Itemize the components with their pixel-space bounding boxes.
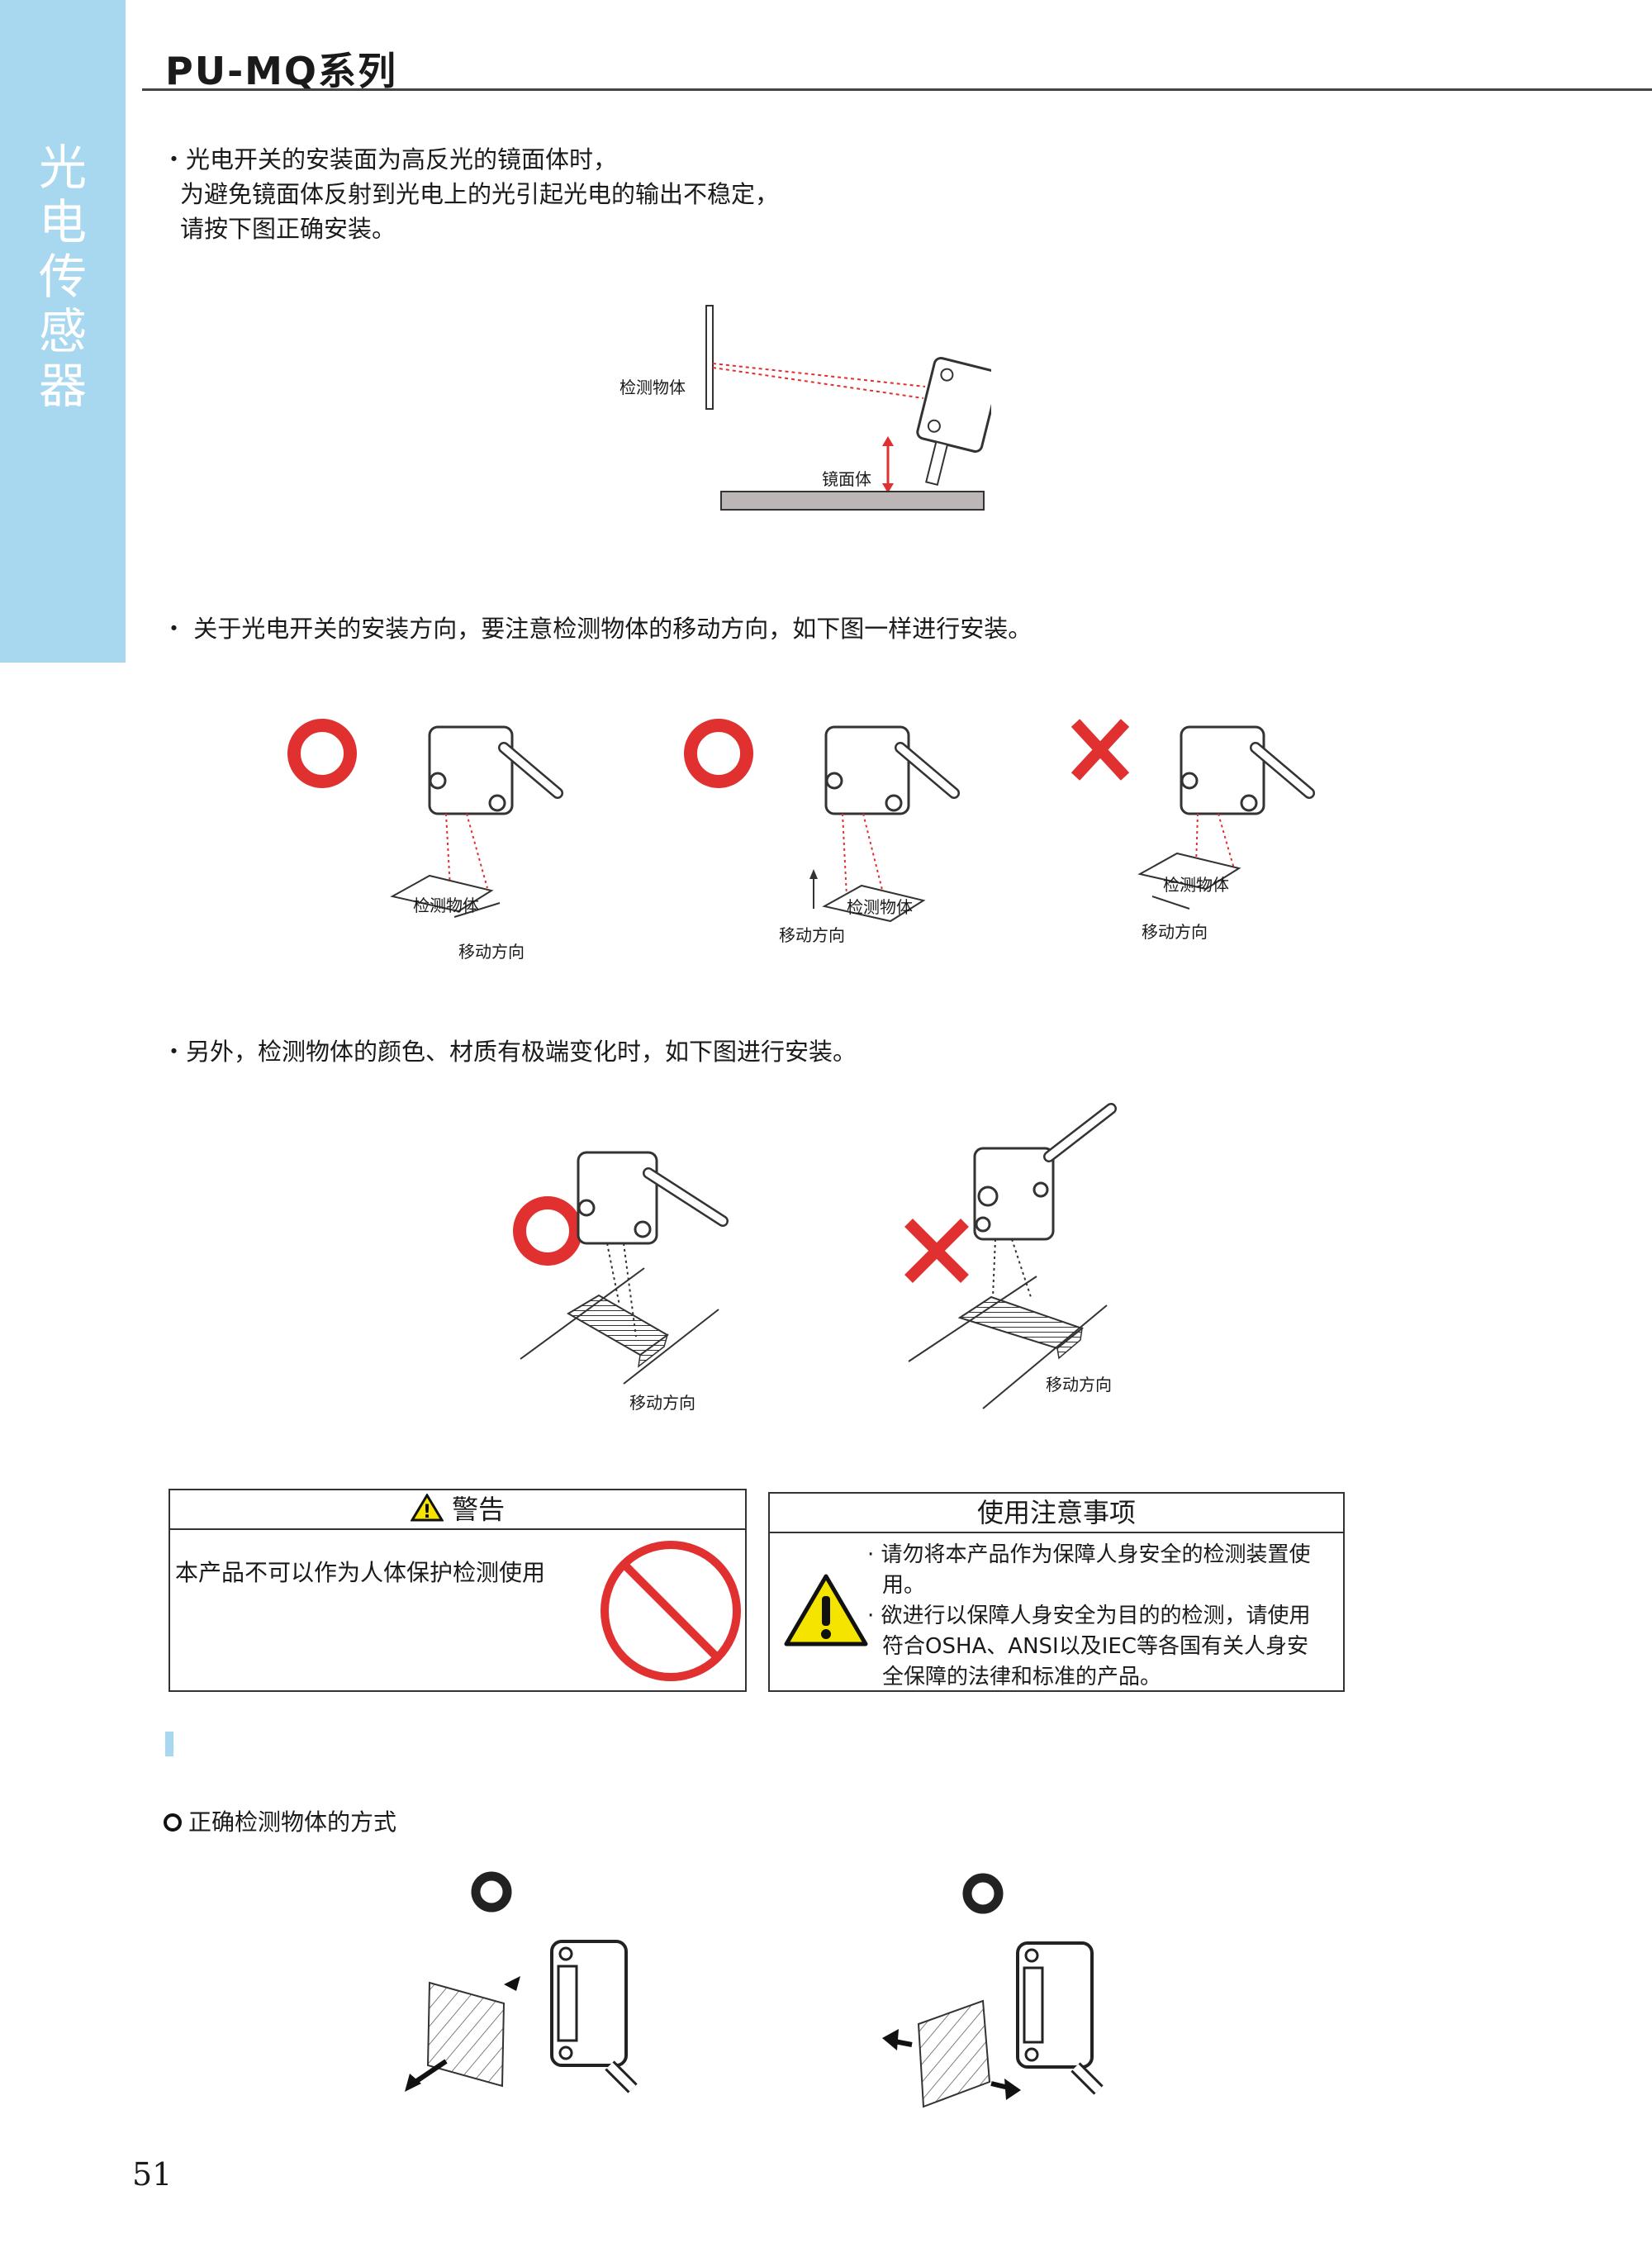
prohibited-icon: [601, 1541, 741, 1681]
detected-object: [822, 884, 926, 923]
object-label: 检测物体: [413, 896, 479, 915]
bullet: ・: [162, 145, 187, 173]
conveyor-edge: [623, 1309, 719, 1385]
caution-item-cont: 用。: [882, 1573, 926, 1598]
ok-mark-icon: [513, 1196, 582, 1266]
page-number: 51: [132, 2156, 173, 2193]
ok-mark-icon: [684, 719, 753, 788]
detection-method-figure-2: [882, 1873, 1104, 2108]
sensor-device: [973, 1147, 1055, 1241]
detected-object: [1137, 852, 1241, 891]
sidebar-category-label: 光 电 传 感 器: [0, 140, 126, 413]
sidebar-char: 传: [38, 249, 87, 305]
mirror-install-figure: [705, 305, 991, 511]
section2-text: ・ 关于光电开关的安装方向，要注意检测物体的移动方向，如下图一样进行安装。: [162, 615, 1032, 643]
warning-triangle-icon: !: [410, 1493, 444, 1532]
caution-box: 使用注意事项 · 请勿将本产品作为保障人身安全的检测装置使 用。 · 欲进行以保…: [768, 1492, 1345, 1692]
sidebar-char: 光: [38, 140, 87, 196]
sensor-device: [550, 1940, 628, 2067]
detected-object: [390, 874, 494, 913]
object-label: 检测物体: [1163, 875, 1229, 895]
warning-title: 警告: [452, 1494, 506, 1525]
sensor-device: [577, 1151, 658, 1245]
section-marker: [165, 1732, 173, 1756]
ok-mark-icon: [287, 719, 357, 788]
warning-triangle-icon: [784, 1574, 868, 1646]
target-plate: [426, 1981, 506, 2088]
ok-ring-icon: [962, 1873, 1004, 1914]
caution-list: · 请勿将本产品作为保障人身安全的检测装置使 用。 · 欲进行以保障人身安全为目…: [867, 1540, 1311, 1693]
caution-box-header: 使用注意事项: [770, 1494, 1343, 1533]
section4-heading-text: 正确检测物体的方式: [188, 1808, 397, 1836]
direction-label: 移动方向: [629, 1393, 695, 1413]
target-plate: [917, 1999, 991, 2108]
section1-line: 为避免镜面体反射到光电上的光引起光电的输出不稳定，: [180, 180, 780, 208]
title-divider: [142, 88, 1652, 91]
direction-label: 移动方向: [1142, 922, 1208, 942]
material-figure-ok: [513, 1151, 729, 1385]
ring-bullet-icon: [164, 1813, 182, 1832]
sidebar-char: 感: [38, 303, 87, 359]
move-arrow: [411, 2059, 448, 2086]
light-beam: [712, 363, 926, 387]
sensor-device: [1016, 1941, 1094, 2069]
direction-figure-ok-1: [287, 719, 563, 918]
caution-item-cont: 符合OSHA、ANSI以及IEC等各国有关人身安: [882, 1634, 1308, 1659]
sensor-device: [428, 725, 514, 815]
move-arrow: [1151, 896, 1190, 910]
sensor-device: [824, 725, 910, 815]
sidebar-tab: [0, 0, 126, 663]
sensor-device: [916, 357, 991, 486]
direction-label: 移动方向: [1046, 1375, 1112, 1395]
caution-item: · 请勿将本产品作为保障人身安全的检测装置使: [867, 1542, 1311, 1567]
svg-text:!: !: [423, 1502, 431, 1522]
object-plate: [705, 305, 714, 410]
caution-item-cont: 全保障的法律和标准的产品。: [882, 1665, 1162, 1689]
mirror-surface: [720, 491, 985, 511]
arrow-head-icon: [882, 483, 894, 493]
conveyor-edge: [982, 1304, 1108, 1409]
ok-ring-icon: [471, 1871, 512, 1913]
hatched-object: [957, 1295, 1085, 1350]
section1-line: 请按下图正确安装。: [180, 215, 396, 243]
material-figure-ng: [904, 1103, 1117, 1409]
warning-box: ! 警告 本产品不可以作为人体保护检测使用: [169, 1489, 747, 1692]
section1-line: 光电开关的安装面为高反光的镜面体时，: [186, 145, 618, 173]
page-title: PU-MQ系列: [165, 49, 398, 93]
arrow-head-icon: [882, 436, 894, 446]
object-label: 检测物体: [847, 897, 913, 917]
move-arrow: [453, 902, 501, 918]
sidebar-char: 器: [38, 358, 87, 414]
direction-label: 移动方向: [458, 942, 525, 962]
section1-text: ・光电开关的安装面为高反光的镜面体时， 为避免镜面体反射到光电上的光引起光电的输…: [162, 142, 779, 246]
section4-heading: 正确检测物体的方式: [164, 1804, 396, 1837]
section3-text: ・另外，检测物体的颜色、材质有极端变化时，如下图进行安装。: [162, 1038, 857, 1066]
detection-method-figure-1: [405, 1871, 638, 2093]
direction-figure-ok-2: [684, 719, 960, 923]
caution-item: · 欲进行以保障人身安全为目的的检测，请使用: [867, 1604, 1311, 1628]
sidebar-char: 电: [38, 194, 87, 250]
mirror-label: 镜面体: [822, 469, 871, 489]
direction-figure-ng: [1070, 719, 1315, 910]
warning-text: 本产品不可以作为人体保护检测使用: [175, 1559, 546, 1586]
warning-box-header: ! 警告: [170, 1490, 745, 1530]
object-label: 检测物体: [620, 378, 686, 397]
direction-label: 移动方向: [779, 925, 845, 945]
sensor-device: [1180, 725, 1265, 815]
light-beam: [712, 367, 924, 399]
